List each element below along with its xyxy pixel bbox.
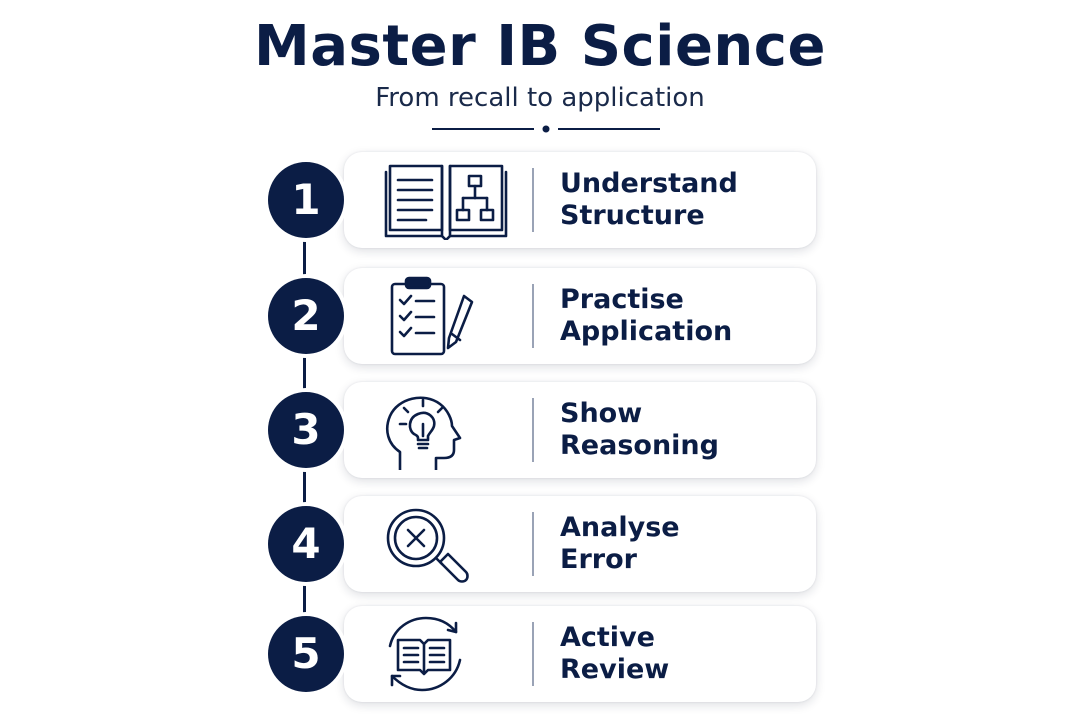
step-number-badge: 5 <box>268 616 344 692</box>
step-label: Analyse Error <box>560 512 680 575</box>
step-label: Practise Application <box>560 284 733 347</box>
card-separator <box>532 622 534 686</box>
page-title: Master IB Science <box>254 14 826 79</box>
book-cycle-arrows-icon <box>388 616 462 692</box>
card-separator <box>532 512 534 576</box>
clipboard-checklist-pencil-icon <box>390 276 474 356</box>
step-card <box>344 606 816 702</box>
step-item: 3 Show Reasoning <box>0 382 1080 482</box>
step-number-badge: 1 <box>268 162 344 238</box>
step-number-badge: 2 <box>268 278 344 354</box>
page-subtitle: From recall to application <box>375 83 705 113</box>
card-separator <box>532 284 534 348</box>
title-divider <box>432 125 660 133</box>
head-lightbulb-icon <box>386 396 462 470</box>
step-label: Active Review <box>560 622 670 685</box>
step-label: Show Reasoning <box>560 398 719 461</box>
open-book-diagram-icon <box>384 164 508 240</box>
magnifier-cross-icon <box>386 508 469 583</box>
step-item: 2 Practise Application <box>0 268 1080 368</box>
step-number-badge: 4 <box>268 506 344 582</box>
card-separator <box>532 398 534 462</box>
step-item: 1 Understand Structure <box>0 152 1080 252</box>
step-label: Understand Structure <box>560 168 738 231</box>
step-number-badge: 3 <box>268 392 344 468</box>
step-item: 4 Analyse Error <box>0 496 1080 596</box>
step-item: 5 Active Review <box>0 606 1080 706</box>
card-separator <box>532 168 534 232</box>
